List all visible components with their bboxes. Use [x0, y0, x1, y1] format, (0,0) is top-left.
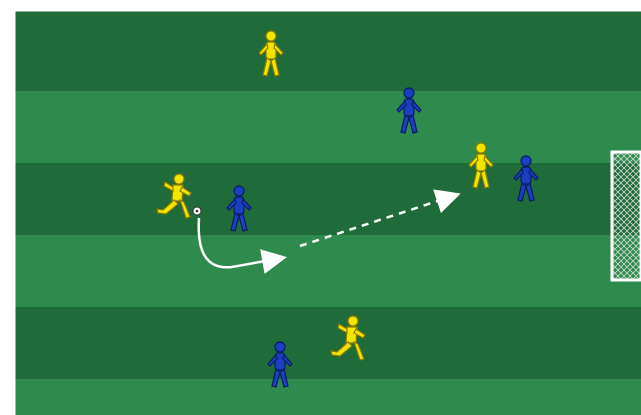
ball: [193, 207, 201, 215]
pitch-stripes: [14, 10, 641, 415]
goal-net: [612, 152, 641, 280]
